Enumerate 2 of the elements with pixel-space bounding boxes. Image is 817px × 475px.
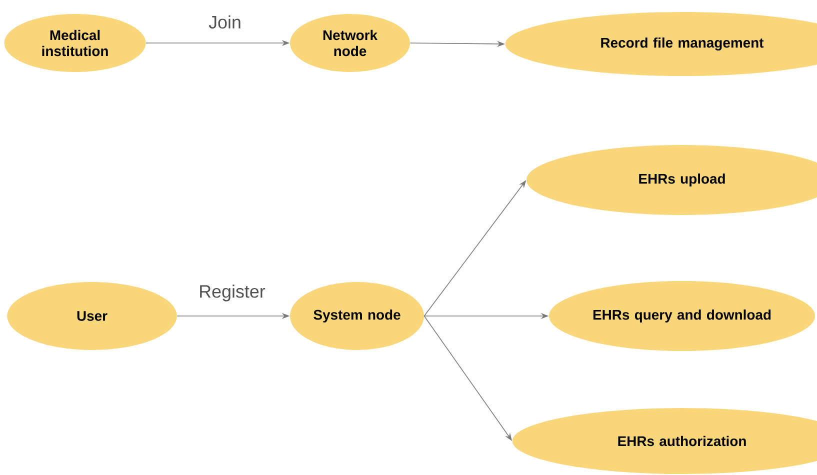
edge-label: Register xyxy=(200,284,266,302)
edge-label: Join xyxy=(208,15,240,29)
